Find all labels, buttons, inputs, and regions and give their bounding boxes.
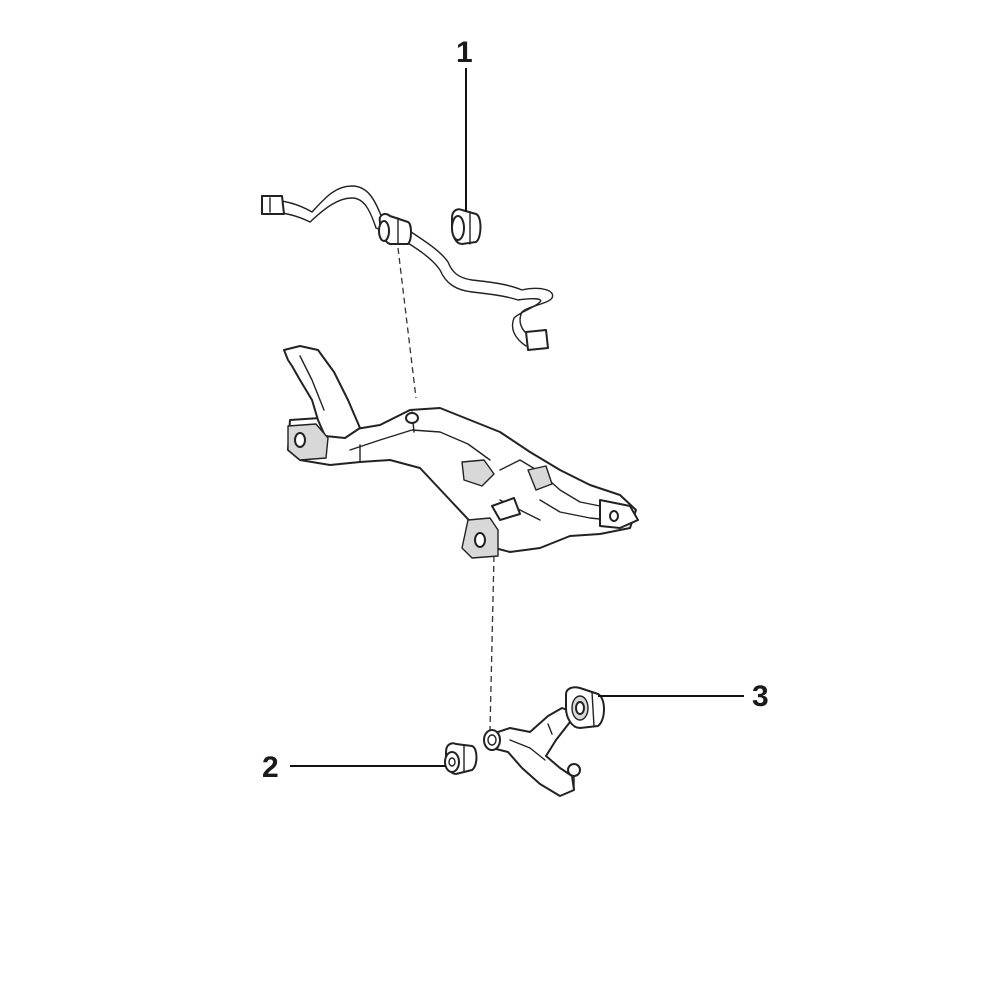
stabilizer-bar	[261, 185, 554, 351]
stabilizer-bushing-part-1	[451, 208, 482, 245]
alignment-line-upper	[397, 247, 417, 399]
alignment-line-lower	[489, 555, 495, 731]
callout-3: 3	[752, 680, 769, 713]
subframe	[283, 345, 639, 559]
callout-1: 1	[456, 36, 473, 69]
rear-bushing-part-3	[565, 686, 605, 729]
callout-2: 2	[262, 751, 279, 784]
front-bushing-part-2	[444, 742, 478, 775]
lower-control-arm	[483, 707, 581, 797]
